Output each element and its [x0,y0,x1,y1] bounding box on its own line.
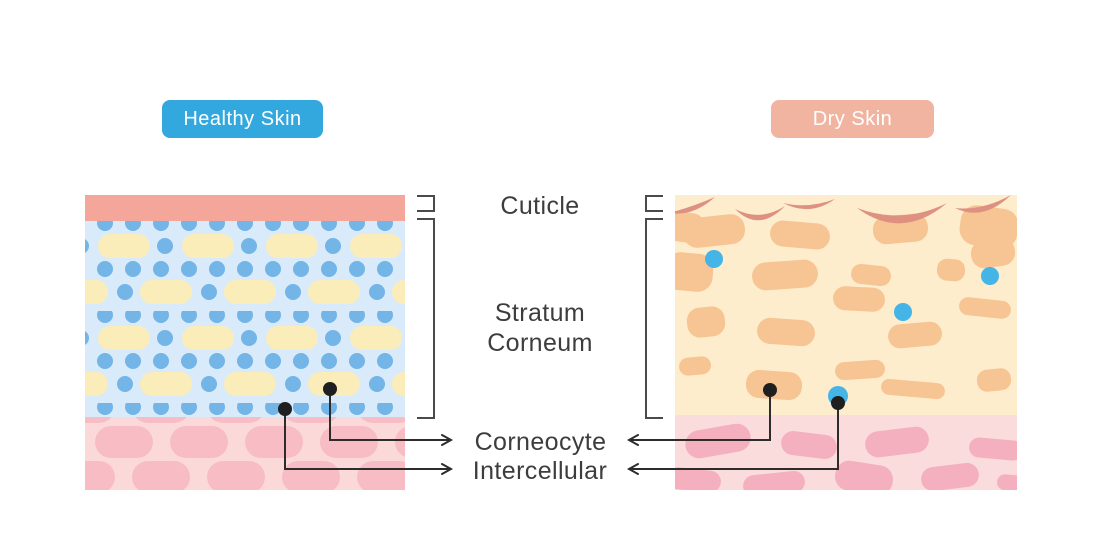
right-stratum-bracket [645,218,663,419]
stratum-label-line2: Corneum [487,329,593,357]
healthy-stratum-pattern [85,221,405,417]
right-cuticle-bracket [645,195,663,212]
stratum-corneum-label: Stratum Corneum [450,298,630,358]
healthy-dermis-pattern [85,417,405,490]
dry-lipid-dots [705,250,999,406]
healthy-skin-illustration [85,195,405,490]
healthy-skin-badge: Healthy Skin [162,100,323,138]
dry-cuticle-cracks [675,195,1011,224]
cuticle-label: Cuticle [500,192,580,220]
left-stratum-bracket [417,218,435,419]
corneocyte-label: Corneocyte [474,428,607,456]
dry-skin-illustration [675,195,1017,490]
healthy-cuticle-layer [85,195,405,221]
dry-skin-badge: Dry Skin [771,100,934,138]
stratum-label-line1: Stratum [494,299,586,327]
intercellular-label: Intercellular [472,457,608,485]
left-cuticle-bracket [417,195,435,212]
